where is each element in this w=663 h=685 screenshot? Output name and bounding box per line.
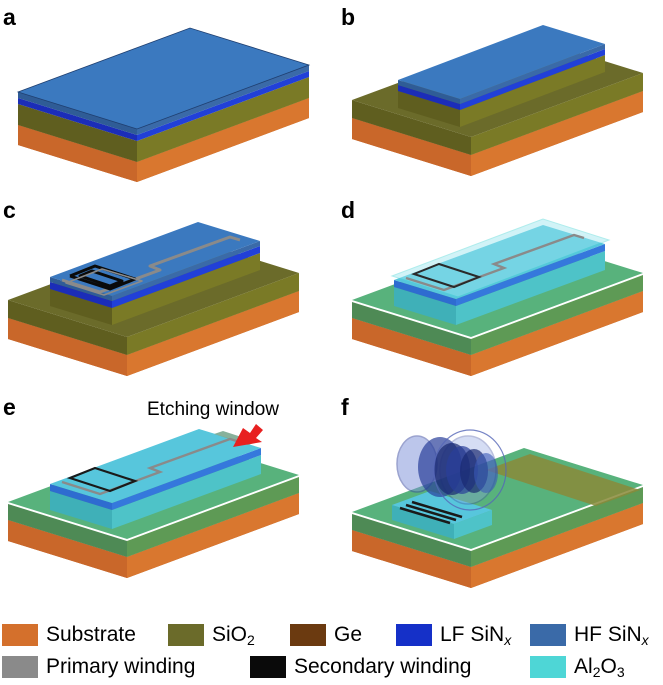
panel-c: c	[3, 197, 299, 376]
etching-arrow-icon	[233, 424, 263, 447]
panel-b: b	[341, 4, 643, 176]
panel-label-d: d	[341, 197, 355, 223]
hf-sinx-swatch	[530, 624, 566, 646]
al2o3-swatch	[530, 656, 566, 678]
panel-d: d	[341, 197, 643, 376]
secondary-winding-swatch	[250, 656, 286, 678]
panel-label-e: e	[3, 394, 16, 420]
legend-sub-hf-sinx: x	[641, 631, 649, 648]
legend-label-primary-winding: Primary winding	[46, 655, 196, 678]
etching-window-label: Etching window	[147, 399, 279, 420]
legend-item-secondary-winding: Secondary winding	[250, 652, 471, 682]
legend-label-hf-sinx: HF SiN	[574, 622, 642, 646]
legend-label-substrate: Substrate	[46, 623, 136, 646]
substrate-swatch	[2, 624, 38, 646]
panel-label-a: a	[3, 4, 16, 30]
legend-label-secondary-winding: Secondary winding	[294, 655, 472, 678]
lf-sinx-swatch	[396, 624, 432, 646]
legend-label-al2o3: Al	[574, 654, 593, 678]
legend-item-ge: Ge	[290, 620, 362, 650]
legend-item-substrate: Substrate	[2, 620, 136, 650]
legend-mid-al2o3: O	[600, 654, 617, 678]
legend-item-primary-winding: Primary winding	[2, 652, 195, 682]
legend: Substrate SiO2 Ge LF SiNx HF SiNx Primar…	[0, 618, 663, 685]
panel-a: a	[3, 4, 311, 182]
panel-label-f: f	[341, 394, 349, 420]
legend-label-sio2: SiO	[212, 622, 248, 646]
primary-winding-swatch	[2, 656, 38, 678]
legend-item-al2o3: Al2O3	[530, 652, 625, 682]
legend-label-ge: Ge	[334, 623, 363, 646]
legend-sub2-al2o3: 3	[616, 663, 625, 680]
legend-item-lf-sinx: LF SiNx	[396, 620, 511, 650]
legend-sub1-al2o3: 2	[592, 663, 601, 680]
panel-label-c: c	[3, 197, 16, 223]
sio2-swatch	[168, 624, 204, 646]
legend-sub-sio2: 2	[247, 631, 255, 648]
panel-f: f	[341, 394, 643, 588]
panel-e: Etching window e	[3, 394, 299, 578]
ge-swatch	[290, 624, 326, 646]
legend-item-hf-sinx: HF SiNx	[530, 620, 649, 650]
legend-item-sio2: SiO2	[168, 620, 255, 650]
legend-sub-lf-sinx: x	[504, 631, 512, 648]
legend-label-lf-sinx: LF SiN	[440, 622, 505, 646]
panel-label-b: b	[341, 4, 355, 30]
